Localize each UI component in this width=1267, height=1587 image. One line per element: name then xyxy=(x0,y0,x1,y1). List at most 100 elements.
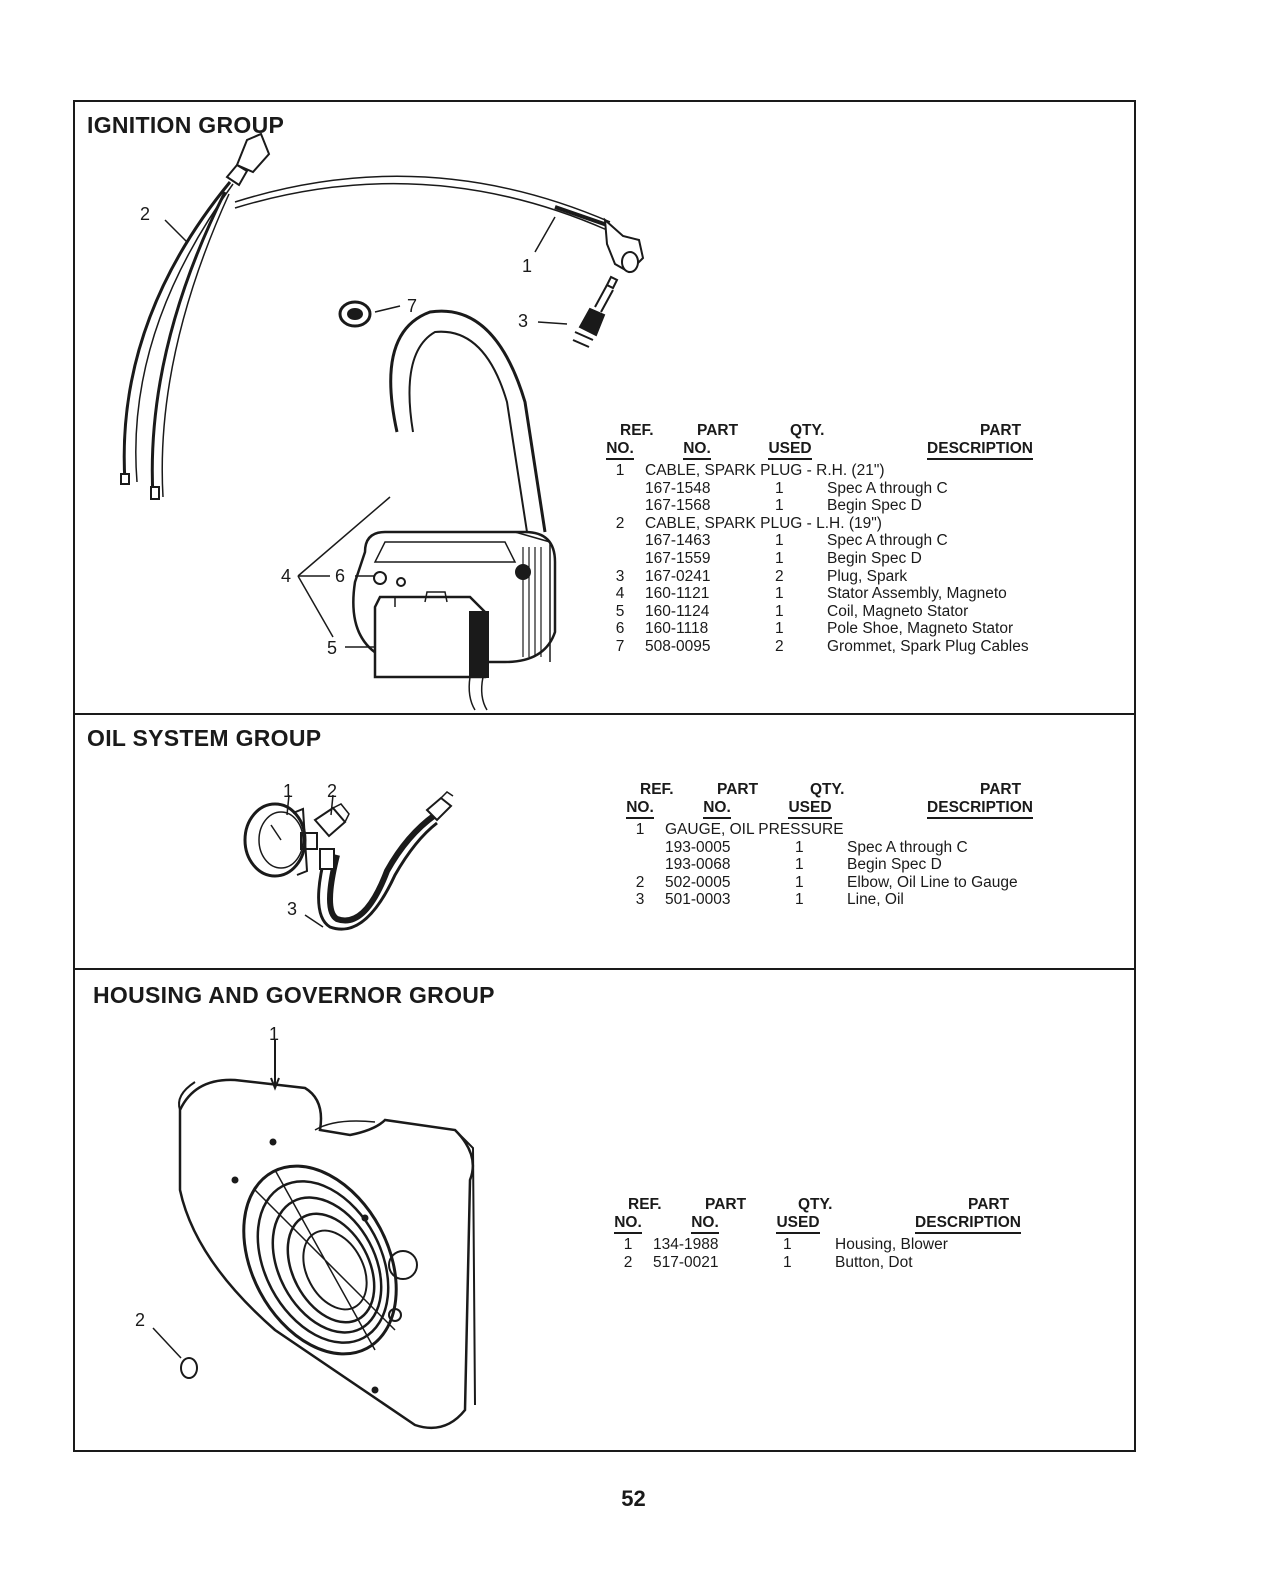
cell-qty: 1 xyxy=(795,873,804,891)
cell-desc: Coil, Magneto Stator xyxy=(827,602,969,620)
cell-qty: 1 xyxy=(783,1236,792,1253)
cell-desc: Stator Assembly, Magneto xyxy=(827,585,1007,603)
callout-4: 4 xyxy=(281,566,291,586)
parts-frame: IGNITION GROUP xyxy=(73,100,1136,1452)
table-row: 1 134-1988 1 Housing, Blower xyxy=(603,1236,1103,1254)
cell-desc: Spec A through C xyxy=(847,838,968,856)
cell-ref: 5 xyxy=(615,602,625,620)
cell-desc: Begin Spec D xyxy=(827,497,922,515)
cell-desc: Line, Oil xyxy=(847,891,904,909)
cell-ref: 7 xyxy=(615,637,625,655)
cell-qty: 1 xyxy=(795,856,804,874)
cell-part: GAUGE, OIL PRESSURE xyxy=(665,821,844,838)
cell-desc: Spec A through C xyxy=(827,532,948,550)
cell-ref: 3 xyxy=(635,891,645,909)
cell-part: 193-0068 xyxy=(665,856,731,874)
cell-part: 167-0241 xyxy=(645,567,711,585)
cell-ref: 3 xyxy=(615,567,625,585)
cell-part: 167-1568 xyxy=(645,497,711,515)
table-row: 3 167-0241 2 Plug, Spark xyxy=(595,568,1115,586)
cell-desc: Pole Shoe, Magneto Stator xyxy=(827,620,1014,638)
cell-part: 167-1548 xyxy=(645,479,711,497)
cell-part: CABLE, SPARK PLUG - R.H. (21") xyxy=(645,462,885,479)
cell-part: 501-0003 xyxy=(665,891,731,909)
table-row: 167-1463 1 Spec A through C xyxy=(595,532,1115,550)
table-row: 1 GAUGE, OIL PRESSURE xyxy=(615,821,1115,839)
table-row: 2 502-0005 1 Elbow, Oil Line to Gauge xyxy=(615,874,1115,892)
callout-7: 7 xyxy=(407,296,417,316)
cell-qty: 1 xyxy=(775,549,784,567)
cell-desc: Housing, Blower xyxy=(835,1236,948,1253)
table-row: 167-1568 1 Begin Spec D xyxy=(595,497,1115,515)
cell-qty: 2 xyxy=(775,637,784,655)
cell-desc: Plug, Spark xyxy=(827,567,908,585)
table-row: 6 160-1118 1 Pole Shoe, Magneto Stator xyxy=(595,620,1115,638)
blower-housing-diagram: 1 2 xyxy=(135,1024,476,1430)
cell-qty: 2 xyxy=(775,567,784,585)
callout-1: 1 xyxy=(283,781,293,801)
cell-desc: Grommet, Spark Plug Cables xyxy=(827,637,1029,655)
section-title: IGNITION GROUP xyxy=(87,112,285,138)
oil-system-group-section: OIL SYSTEM GROUP xyxy=(75,715,1134,970)
callout-3: 3 xyxy=(287,899,297,919)
cell-ref: 2 xyxy=(615,514,625,532)
cell-part: 508-0095 xyxy=(645,637,711,655)
callout-2: 2 xyxy=(135,1310,145,1330)
callout-1: 1 xyxy=(269,1024,279,1044)
cell-qty: 1 xyxy=(795,891,804,909)
cell-part: 134-1988 xyxy=(653,1236,719,1253)
table-row: 167-1559 1 Begin Spec D xyxy=(595,550,1115,568)
callout-1: 1 xyxy=(522,256,532,276)
cell-part: 160-1118 xyxy=(645,620,709,638)
cell-part: 160-1121 xyxy=(645,585,710,603)
cell-desc: Spec A through C xyxy=(827,479,948,497)
cell-desc: Begin Spec D xyxy=(847,856,942,874)
oil-system-diagram: 1 2 3 xyxy=(243,781,454,931)
cell-ref: 2 xyxy=(623,1253,633,1271)
callout-6: 6 xyxy=(335,566,345,586)
cell-part: 167-1463 xyxy=(645,532,711,550)
cell-desc: Button, Dot xyxy=(835,1253,913,1271)
cell-ref: 2 xyxy=(635,873,645,891)
ignition-group-section: IGNITION GROUP xyxy=(75,102,1134,715)
table-row: 193-0068 1 Begin Spec D xyxy=(615,856,1115,874)
cell-qty: 1 xyxy=(775,620,784,638)
housing-governor-group-section: HOUSING AND GOVERNOR GROUP xyxy=(75,970,1134,1452)
cell-desc: Begin Spec D xyxy=(827,549,922,567)
cell-part: 517-0021 xyxy=(653,1253,719,1271)
cell-part: 160-1124 xyxy=(645,602,710,620)
cell-ref: 4 xyxy=(615,585,625,603)
cell-ref: 6 xyxy=(615,620,625,638)
section-title: HOUSING AND GOVERNOR GROUP xyxy=(93,982,495,1008)
cell-qty: 1 xyxy=(795,838,804,856)
cell-qty: 1 xyxy=(775,532,784,550)
cell-part: 193-0005 xyxy=(665,838,731,856)
cell-ref: 1 xyxy=(623,1236,633,1253)
table-row: 193-0005 1 Spec A through C xyxy=(615,839,1115,857)
callout-2: 2 xyxy=(140,204,150,224)
table-row: 3 501-0003 1 Line, Oil xyxy=(615,891,1115,909)
table-row: 5 160-1124 1 Coil, Magneto Stator xyxy=(595,603,1115,621)
cell-part: 167-1559 xyxy=(645,549,711,567)
cell-qty: 1 xyxy=(775,497,784,515)
ignition-diagram: 2 1 3 7 4 6 5 xyxy=(120,132,645,711)
section-title: OIL SYSTEM GROUP xyxy=(87,725,322,751)
table-row: 7 508-0095 2 Grommet, Spark Plug Cables xyxy=(595,638,1115,656)
cell-ref: 1 xyxy=(635,821,645,838)
cell-part: 502-0005 xyxy=(665,873,731,891)
cell-ref: 1 xyxy=(615,462,625,479)
cell-desc: Elbow, Oil Line to Gauge xyxy=(847,873,1018,891)
table-row: 1 CABLE, SPARK PLUG - R.H. (21") xyxy=(595,462,1115,480)
cell-qty: 1 xyxy=(775,602,784,620)
callout-5: 5 xyxy=(327,638,337,658)
cell-qty: 1 xyxy=(775,479,784,497)
